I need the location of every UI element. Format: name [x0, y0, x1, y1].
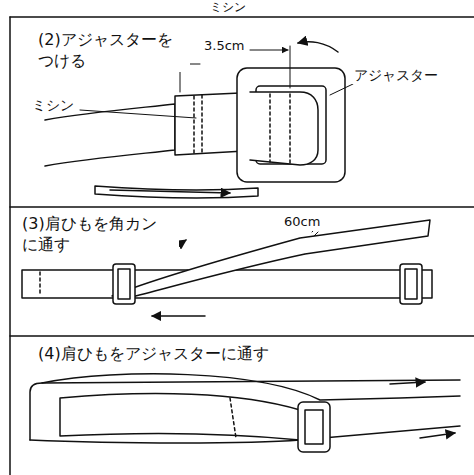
part-name: アジャスター: [352, 66, 440, 84]
dimension: 3.5cm: [202, 38, 247, 55]
sewing-note: ミシン: [208, 0, 248, 16]
sewing-note: ミシン: [30, 96, 76, 114]
step-heading: (2)アジャスターを つける: [36, 30, 190, 72]
step-heading: (4)肩ひもをアジャスターに通す: [36, 344, 271, 365]
panel-rules: [10, 17, 474, 475]
step-heading: (3)肩ひもを角カン に通す: [20, 214, 179, 256]
adjuster-threading-step: [30, 374, 460, 452]
dimension: 60cm: [282, 214, 322, 231]
